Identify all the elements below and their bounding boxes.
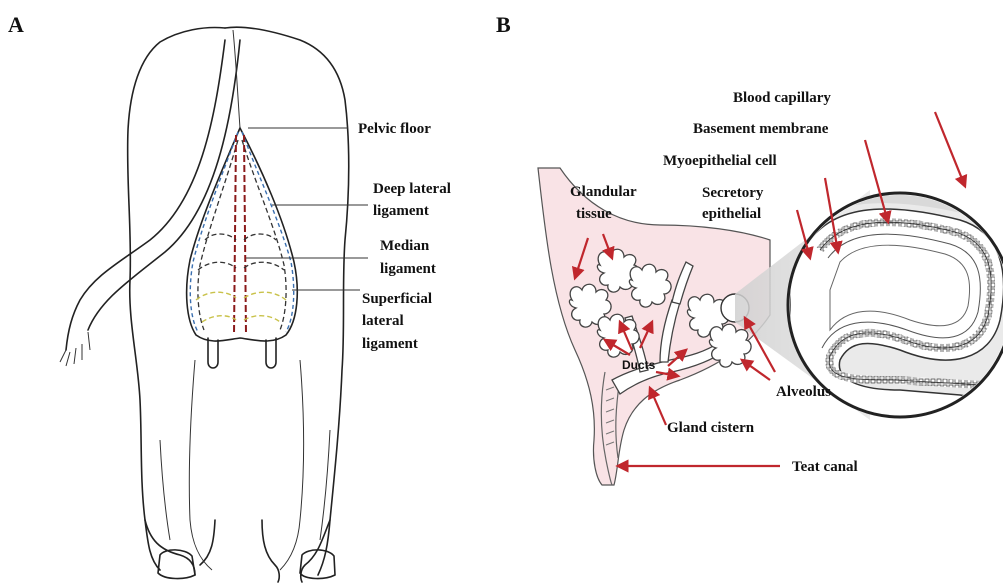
- label-superficial-1: Superficial: [362, 291, 432, 307]
- label-deep-lateral-1: Deep lateral: [373, 181, 451, 197]
- label-ducts: Ducts: [622, 358, 656, 372]
- label-superficial-3: ligament: [362, 336, 418, 352]
- label-blood-capillary: Blood capillary: [733, 90, 831, 106]
- label-glandular-1: Glandular: [570, 184, 637, 200]
- label-superficial-2: lateral: [362, 313, 404, 329]
- udder-ligaments: [187, 128, 298, 368]
- panel-b: B: [496, 12, 1003, 485]
- label-alveolus: Alveolus: [776, 384, 831, 400]
- panel-b-letter: B: [496, 12, 511, 37]
- label-basement-membrane: Basement membrane: [693, 121, 829, 137]
- label-median-2: ligament: [380, 261, 436, 277]
- label-gland-cistern: Gland cistern: [667, 420, 755, 436]
- label-median-1: Median: [380, 238, 430, 254]
- label-glandular-2: tissue: [576, 206, 612, 222]
- panel-a-letter: A: [8, 12, 24, 37]
- label-secretory-1: Secretory: [702, 185, 764, 201]
- label-secretory-2: epithelial: [702, 206, 761, 222]
- panel-a: A: [8, 12, 451, 582]
- label-teat-canal: Teat canal: [792, 459, 858, 475]
- label-deep-lateral-2: ligament: [373, 203, 429, 219]
- label-myoepithelial-cell: Myoepithelial cell: [663, 153, 777, 169]
- label-pelvic-floor: Pelvic floor: [358, 121, 431, 137]
